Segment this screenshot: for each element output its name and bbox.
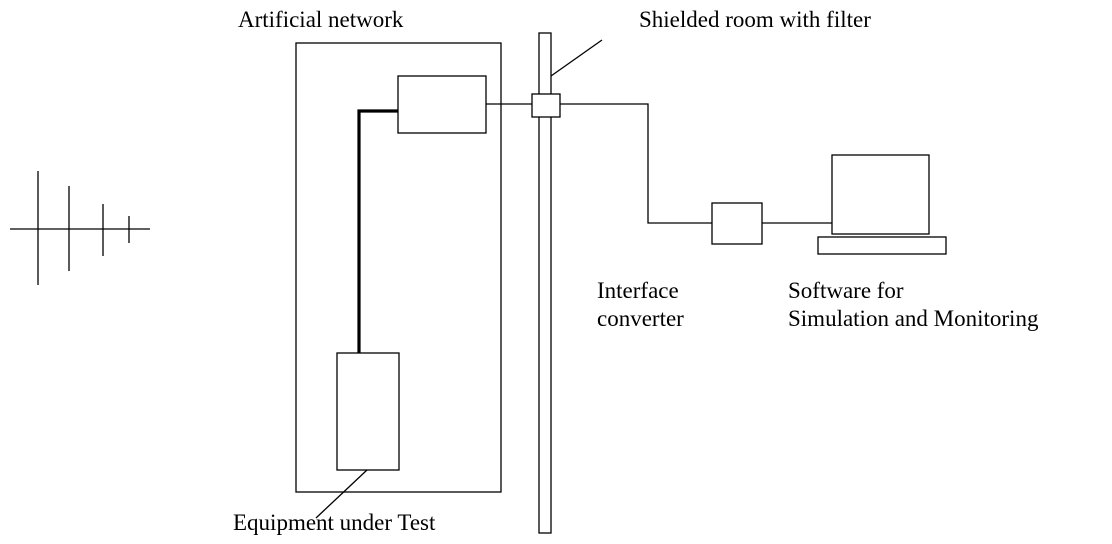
software-label-line1: Software for: [788, 278, 904, 303]
antenna-icon: [10, 171, 150, 285]
interface-converter-label-line1: Interface: [597, 278, 679, 303]
interface-converter-box: [711, 202, 763, 245]
shielded-room-wall: [538, 32, 552, 534]
interface-converter-label: Interface converter: [597, 277, 684, 333]
software-label: Software for Simulation and Monitoring: [788, 277, 1038, 333]
filter-converter-line: [560, 103, 712, 224]
equipment-under-test-box: [336, 352, 400, 471]
equipment-under-test-label: Equipment under Test: [233, 510, 436, 535]
test-enclosure: [295, 42, 502, 493]
filter-block: [531, 93, 561, 118]
shielded-room-label: Shielded room with filter: [639, 7, 871, 32]
eut-leader: [315, 469, 368, 519]
computer-icon: [817, 154, 947, 255]
interface-converter-label-line2: converter: [597, 306, 684, 331]
software-label-line2: Simulation and Monitoring: [788, 306, 1039, 331]
shielded-room-leader: [550, 39, 603, 77]
eut-cable: [357, 109, 398, 353]
artificial-network-label: Artificial network: [238, 7, 404, 32]
artificial-network-box: [397, 75, 487, 134]
